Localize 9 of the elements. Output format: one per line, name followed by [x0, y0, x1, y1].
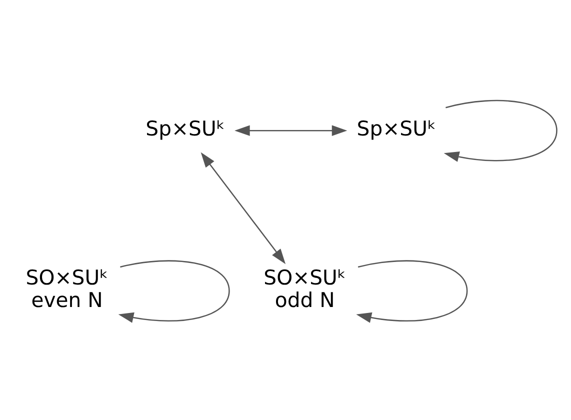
node-text: Sp×SUᵏ [356, 116, 436, 140]
arrow [234, 124, 348, 136]
node-text: SO×SUᵏ odd N [264, 264, 346, 312]
arrow [444, 99, 558, 162]
arrow [200, 152, 286, 264]
arrow [356, 260, 468, 322]
node-text: SO×SUᵏ even N [26, 264, 108, 312]
node-text: Sp×SUᵏ [146, 116, 226, 140]
arrow [118, 260, 230, 322]
